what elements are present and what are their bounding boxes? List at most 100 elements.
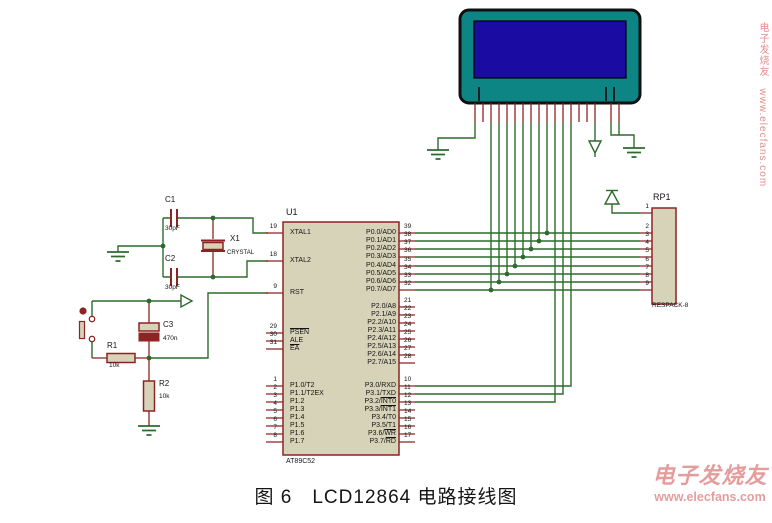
pin-number: 13 <box>404 400 412 407</box>
pin-label: P2.4/A12 <box>367 335 396 342</box>
pin-number: 26 <box>404 337 412 344</box>
pin-number: 29 <box>269 323 277 330</box>
pin-number: 27 <box>404 345 412 352</box>
crystal-x1 <box>201 218 225 277</box>
pin-number: 14 <box>404 408 412 415</box>
pin-label: P2.5/A13 <box>367 343 396 350</box>
watermark-corner: 电子发烧友 www.elecfans.com <box>650 462 770 504</box>
cap-c2 <box>170 268 178 286</box>
watermark-brand: 电子发烧友 <box>652 463 768 488</box>
pin-label: P3.3/INT1 <box>364 406 396 413</box>
mcu-part: AT89C52 <box>286 458 316 465</box>
pin-label: P0.5/AD5 <box>366 270 396 277</box>
pin-number: 30 <box>269 331 277 338</box>
pin-label: P0.1/AD1 <box>366 237 396 244</box>
ground-symbols <box>107 147 645 436</box>
pin-label: P1.6 <box>290 430 305 437</box>
pin-label: ALE <box>290 337 304 344</box>
lcd-module <box>458 8 642 122</box>
watermark-brand: 电子发烧友 <box>757 22 768 77</box>
wires <box>91 122 640 403</box>
r2-ref: R2 <box>159 379 170 388</box>
pin-label: P3.6/WR <box>367 430 396 437</box>
pin-number: 9 <box>645 280 649 287</box>
pin-number: 2 <box>273 384 277 391</box>
pin-label: P0.7/AD7 <box>366 286 396 293</box>
pin-label: P1.2 <box>290 398 305 405</box>
pin-number: 21 <box>404 297 412 304</box>
pin-label: P3.0/RXD <box>364 382 396 389</box>
pin-number: 9 <box>273 283 277 290</box>
pin-label: P1.3 <box>290 406 305 413</box>
mcu-u1 <box>266 221 415 456</box>
pin-number: 15 <box>404 416 412 423</box>
pin-number: 39 <box>404 223 412 230</box>
r1-ref: R1 <box>107 341 118 350</box>
junction-dots <box>146 215 550 361</box>
pin-number: 7 <box>645 264 649 271</box>
c2-ref: C2 <box>165 254 176 263</box>
pin-label: P2.7/A15 <box>367 359 396 366</box>
c1-value: 30pF <box>165 225 180 232</box>
vcc-arrow-down-icon <box>587 140 603 155</box>
pin-label: P3.5/T1 <box>371 422 396 429</box>
pin-number: 10 <box>404 376 412 383</box>
pin-number: 23 <box>404 313 412 320</box>
pin-number: 17 <box>404 432 412 439</box>
pin-label: P1.1/T2EX <box>290 390 324 397</box>
pin-label: P3.4/T0 <box>371 414 396 421</box>
rp1-ref: RP1 <box>653 192 671 202</box>
pin-number: 6 <box>273 416 277 423</box>
pin-number: 19 <box>269 223 277 230</box>
pin-number: 1 <box>273 376 277 383</box>
x1-ref: X1 <box>230 234 240 243</box>
pin-label: P2.3/A11 <box>367 327 396 334</box>
watermark-side: 电子发烧友 www.elecfans.com <box>755 22 770 242</box>
c3-ref: C3 <box>163 320 174 329</box>
pin-number: 16 <box>404 424 412 431</box>
rp1-value: RESPACK-8 <box>652 302 689 309</box>
vcc-arrow-up-icon <box>603 189 621 205</box>
resistor-r2 <box>142 358 156 426</box>
pin-number: 11 <box>404 384 411 391</box>
figure-caption: 图 6 LCD12864 电路接线图 <box>254 487 518 508</box>
r2-value: 10k <box>159 393 170 400</box>
pin-label: P2.1/A9 <box>371 311 396 318</box>
pin-number: 22 <box>404 305 412 312</box>
pin-number: 8 <box>273 432 277 439</box>
pin-label: P0.3/AD3 <box>366 253 396 260</box>
lcd-screen <box>473 20 627 79</box>
pin-number: 28 <box>404 353 412 360</box>
pin-number: 1 <box>645 203 649 210</box>
pin-label: P1.0/T2 <box>290 382 315 389</box>
vcc-arrow-right-icon <box>180 293 194 309</box>
watermark-url: www.elecfans.com <box>757 88 768 188</box>
pin-label: XTAL2 <box>290 257 311 264</box>
c2-value: 30pF <box>165 284 180 291</box>
pin-number: 35 <box>404 256 412 263</box>
pin-number: 34 <box>404 264 412 271</box>
pin-number: 12 <box>404 392 412 399</box>
pin-number: 3 <box>645 231 649 238</box>
pin-label: EA <box>290 345 300 352</box>
pin-label: P2.2/A10 <box>367 319 396 326</box>
pin-label: P3.7/RD <box>369 438 396 445</box>
pin-number: 5 <box>273 408 277 415</box>
pin-number: 8 <box>645 272 649 279</box>
pin-number: 38 <box>404 231 412 238</box>
power-terminals <box>180 140 621 309</box>
pin-number: 33 <box>404 272 412 279</box>
lcd-pin1-marks <box>478 87 615 101</box>
pin-number: 37 <box>404 239 412 246</box>
pin-label: XTAL1 <box>290 229 311 236</box>
pin-number: 5 <box>645 247 649 254</box>
pin-number: 25 <box>404 329 412 336</box>
cap-c1 <box>170 209 178 227</box>
pin-label: P2.0/A8 <box>371 303 396 310</box>
rp1-respack <box>640 207 677 305</box>
pin-label: P1.7 <box>290 438 305 445</box>
pin-label: P3.2/INT0 <box>364 398 396 405</box>
pin-label: P3.1/TXD <box>365 390 396 397</box>
pin-number: 24 <box>404 321 412 328</box>
